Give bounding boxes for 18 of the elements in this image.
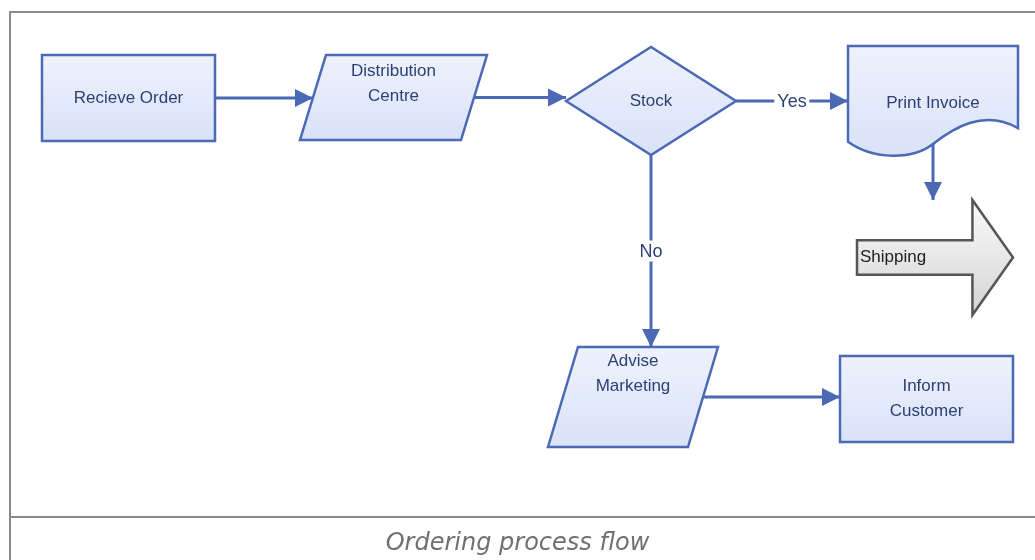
arrow <box>924 144 942 200</box>
node-label: Stock <box>629 89 673 112</box>
data-parallelogram <box>548 347 718 447</box>
process-box <box>840 356 1013 442</box>
data-parallelogram <box>300 55 487 140</box>
arrow <box>642 155 660 347</box>
process-box <box>42 55 215 141</box>
arrow <box>474 88 566 107</box>
node-label: Advise Marketing <box>594 350 672 397</box>
arrow <box>703 388 840 406</box>
node-label: Recieve Order <box>73 86 184 109</box>
node-label: Print Invoice <box>886 91 980 114</box>
node-label: Inform Customer <box>888 375 965 422</box>
document-shape <box>848 46 1018 160</box>
node-label: Distribution Centre <box>349 60 437 107</box>
decision-diamond <box>566 47 736 155</box>
caption: Ordering process flow <box>384 528 651 556</box>
arrow <box>215 89 313 107</box>
